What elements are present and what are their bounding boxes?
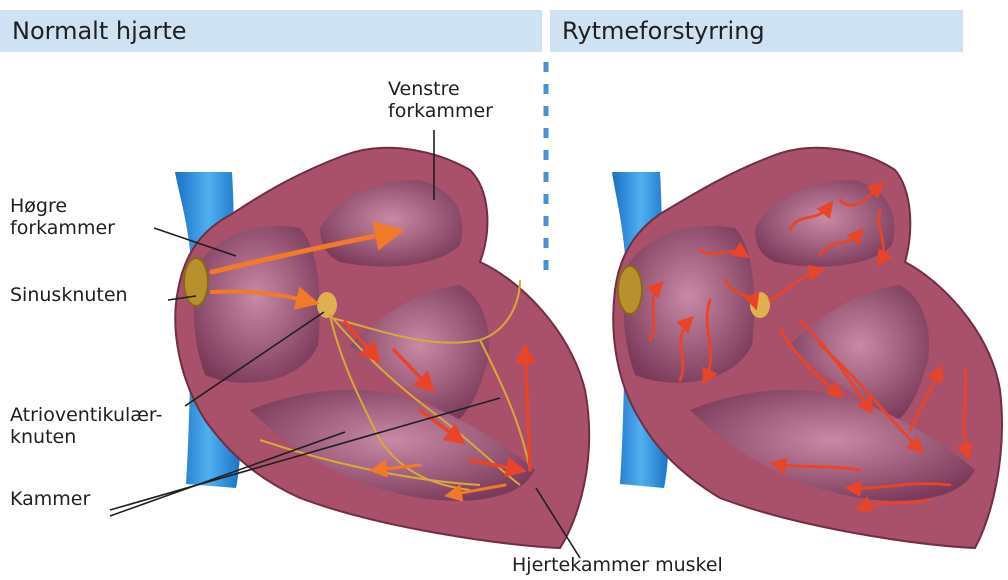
label-ventricle-muscle: Hjertekammer muskel (512, 554, 723, 576)
arrhythmia-heart-illustration (612, 148, 1002, 548)
sinus-node (184, 258, 208, 306)
label-av-node-line1: Atrioventikulær- (10, 404, 162, 426)
normal-heart-illustration (175, 148, 589, 548)
sinus-node-right (618, 266, 642, 314)
label-av-node: Atrioventikulær- knuten (10, 404, 162, 448)
right-atrium-chamber-right (624, 226, 755, 383)
label-ventricle: Kammer (10, 488, 90, 510)
label-sinus-node: Sinusknuten (10, 284, 128, 306)
label-left-atrium: Venstre forkammer (388, 78, 493, 122)
label-av-node-line2: knuten (10, 426, 162, 448)
label-left-atrium-line2: forkammer (388, 100, 493, 122)
label-right-atrium: Høgre forkammer (10, 195, 115, 239)
av-node-right (750, 292, 770, 318)
label-left-atrium-line1: Venstre (388, 78, 493, 100)
label-right-atrium-line2: forkammer (10, 217, 115, 239)
label-right-atrium-line1: Høgre (10, 195, 115, 217)
